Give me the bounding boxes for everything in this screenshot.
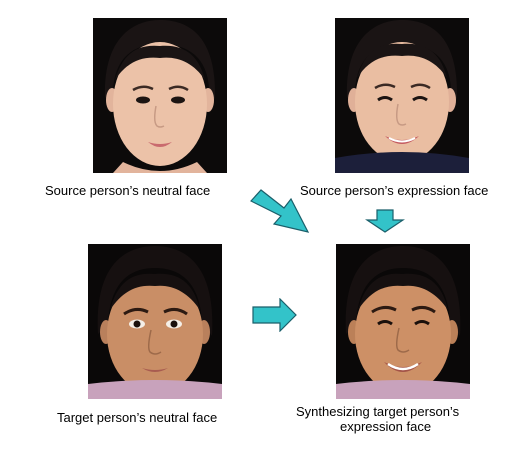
source-neutral-face-image [93, 18, 227, 173]
down-arrow-shape [365, 209, 405, 233]
down-arrow-icon [365, 209, 405, 233]
target-neutral-caption: Target person’s neutral face [57, 410, 218, 425]
right-arrow-icon [252, 298, 298, 332]
right-arrow-shape [252, 298, 297, 332]
target-expression-caption-line2: expression face [340, 419, 432, 434]
source-neutral-caption: Source person’s neutral face [45, 183, 211, 198]
source-expression-face-image [335, 18, 469, 173]
diagonal-arrow-shape [250, 189, 310, 233]
target-neutral-face-image [88, 244, 222, 399]
diagonal-arrow-icon [248, 186, 314, 236]
source-expression-caption: Source person’s expression face [300, 183, 489, 198]
target-expression-face-image [336, 244, 470, 399]
target-expression-caption-line1: Synthesizing target person’s [296, 404, 460, 419]
